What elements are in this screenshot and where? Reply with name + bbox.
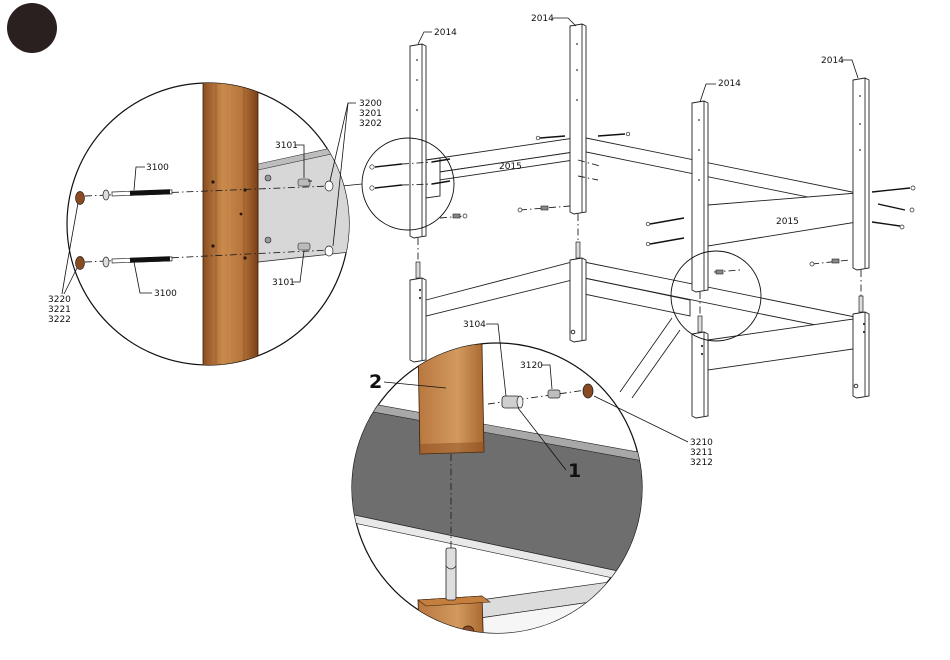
callout-2: 2 [369,371,382,393]
label-barrel-top: 3101 [275,141,298,151]
detail-bottom: 3104 3120 3210 3211 3212 2 1 [340,320,713,660]
detail-left: 3100 3100 3101 3101 3200 3201 3202 3220 … [48,60,382,390]
dowel-3104 [502,396,523,408]
dowel-pin [446,548,456,600]
svg-text:3202: 3202 [359,119,382,129]
cap-bottom [76,257,85,270]
svg-text:3201: 3201 [359,109,382,119]
post-upper-b [570,24,586,214]
lower-rail-front [708,318,860,370]
label-post-d: 2014 [821,56,844,66]
post-lower-b [570,258,586,342]
step-marker [7,3,57,53]
label-dowel: 3104 [463,320,486,330]
label-washer-set: 3200 3201 3202 [359,99,382,129]
callout-1: 1 [568,460,581,482]
post-lower-c [692,332,708,418]
post-lower-d [853,312,869,398]
label-post-b: 2014 [531,14,554,24]
cap-3210 [583,384,593,398]
wood-post-left [203,60,258,390]
svg-text:3222: 3222 [48,315,71,325]
label-cap-set-left: 3220 3221 3222 [48,295,71,325]
svg-text:3211: 3211 [690,448,713,458]
svg-text:3200: 3200 [359,99,382,109]
label-bolt-bottom: 3100 [154,289,177,299]
label-rail-right: 2015 [776,217,799,227]
lower-rail-back [426,262,572,316]
label-connector: 3120 [520,361,543,371]
label-rail-back: 2015 [499,162,522,172]
label-post-c: 2014 [718,79,741,89]
svg-text:3221: 3221 [48,305,71,315]
post-upper-d [853,78,869,270]
label-post-a: 2014 [434,28,457,38]
bed-frame: 2014 2014 2014 2014 2015 2015 [342,14,915,418]
svg-text:3212: 3212 [690,458,713,468]
label-barrel-bottom: 3101 [272,278,295,288]
post-lower-a [410,278,426,362]
post-upper-c [692,101,708,292]
svg-text:3210: 3210 [690,438,713,448]
connector-3120 [548,390,560,398]
svg-text:3220: 3220 [48,295,71,305]
label-bolt-top: 3100 [146,163,169,173]
label-cap-set-right: 3210 3211 3212 [690,438,713,468]
cap-top [76,192,85,205]
